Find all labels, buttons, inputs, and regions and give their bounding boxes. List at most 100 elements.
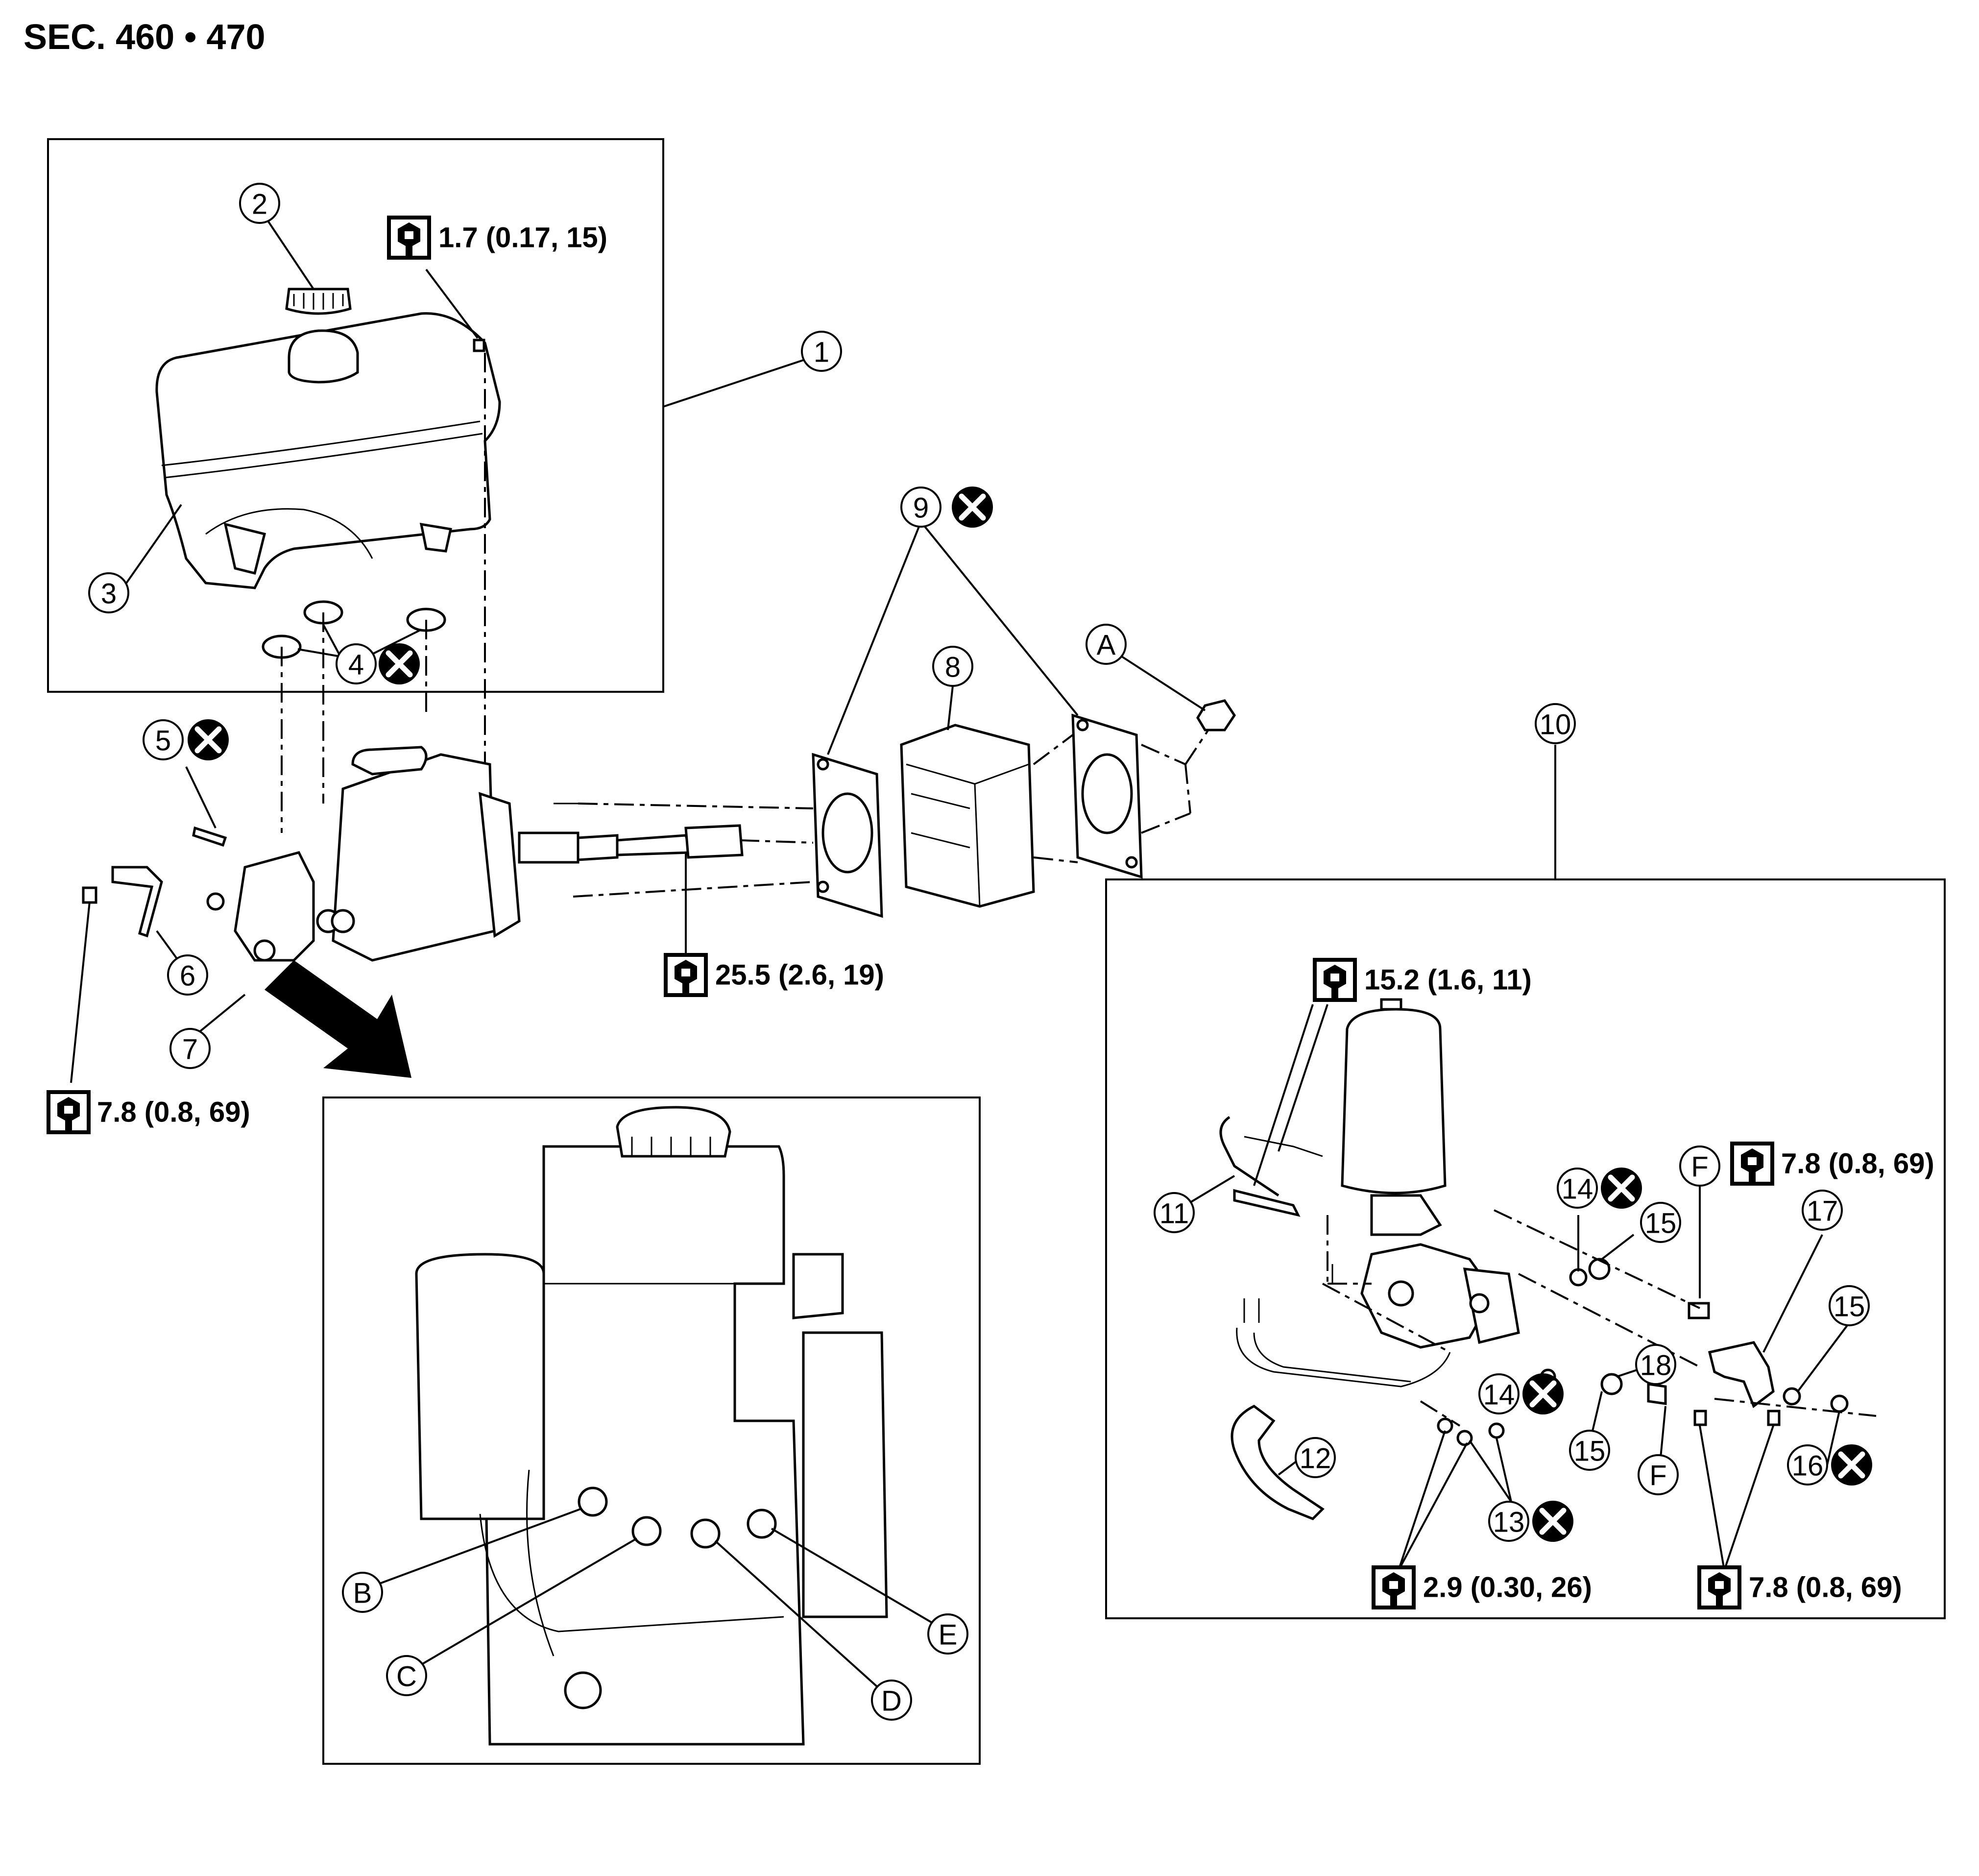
svg-text:F: F [1649,1460,1666,1492]
svg-text:7.8 (0.8, 69): 7.8 (0.8, 69) [1749,1572,1902,1604]
bracket-bolt [70,886,97,1083]
svg-text:14: 14 [1562,1173,1593,1205]
svg-text:6: 6 [180,960,195,992]
svg-text:15: 15 [1834,1291,1865,1323]
svg-text:17: 17 [1807,1195,1838,1227]
torque-label-1: 1.7 (0.17, 15) [387,216,607,260]
master-cylinder-assembly [206,746,814,962]
callout-13: 13 [1488,1501,1529,1542]
svg-text:2: 2 [252,189,267,220]
svg-text:2.9 (0.30, 26): 2.9 (0.30, 26) [1423,1572,1592,1604]
motor-inset-frame [1105,878,1946,1619]
svg-text:16: 16 [1792,1450,1824,1482]
callout-16: 16 [1787,1444,1828,1486]
reservoir-screw [473,339,485,352]
callout-D: D [871,1680,912,1721]
svg-text:F: F [1691,1151,1708,1183]
callout-6: 6 [167,954,208,996]
torque-label-6: 2.9 (0.30, 26) [1372,1565,1592,1609]
callout-5: 5 [143,719,184,760]
callout-3: 3 [88,572,129,613]
pin [185,766,227,847]
callout-18: 18 [1635,1344,1676,1385]
svg-text:3: 3 [101,578,117,610]
callout-4: 4 [336,643,377,684]
callout-7: 7 [169,1028,211,1069]
svg-text:15.2 (1.6, 11): 15.2 (1.6, 11) [1364,964,1532,996]
callout-14b: 14 [1478,1373,1520,1414]
gasket-rear [1071,713,1143,879]
callout-1: 1 [801,331,842,372]
callout-15a: 15 [1640,1202,1681,1243]
torque-label-7: 7.8 (0.8, 69) [1697,1565,1902,1609]
callout-9: 9 [900,487,941,528]
do-not-reuse-icon [1522,1373,1564,1414]
motor-bracket [1708,1341,1775,1408]
reservoir-inset-frame [47,138,664,693]
torque-label-5: 7.8 (0.8, 69) [1730,1142,1934,1186]
callout-Fb: F [1638,1454,1679,1495]
svg-text:7.8 (0.8, 69): 7.8 (0.8, 69) [97,1096,250,1128]
svg-text:7: 7 [182,1034,198,1066]
do-not-reuse-icon [188,719,229,760]
callout-Fa: F [1679,1145,1720,1187]
do-not-reuse-icon [952,487,993,528]
torque-label-4: 15.2 (1.6, 11) [1313,958,1532,1002]
svg-text:25.5 (2.6, 19): 25.5 (2.6, 19) [715,959,884,991]
do-not-reuse-icon [1532,1501,1573,1542]
svg-text:18: 18 [1640,1350,1672,1382]
svg-text:15: 15 [1645,1208,1677,1240]
svg-text:E: E [939,1619,958,1651]
svg-text:13: 13 [1493,1507,1525,1538]
detail-view-assembly [415,1106,888,1746]
torque-label-2: 25.5 (2.6, 19) [664,953,884,997]
callout-15c: 15 [1569,1430,1610,1471]
motor-pump-assembly [1331,998,1520,1349]
callout-2: 2 [239,183,280,224]
reservoir-cap [285,288,352,315]
sensor-bracket [111,866,177,959]
svg-text:10: 10 [1540,709,1571,741]
svg-text:C: C [396,1661,417,1693]
detail-inset-frame [322,1096,981,1765]
section-title: SEC. 460 • 470 [24,18,265,57]
harness [1231,1298,1451,1520]
svg-text:12: 12 [1300,1443,1331,1475]
callout-17: 17 [1802,1190,1843,1231]
callout-8: 8 [932,646,973,687]
callout-A: A [1086,624,1127,665]
gasket-front [812,753,883,918]
svg-text:1: 1 [814,337,829,368]
do-not-reuse-icon [1831,1444,1872,1486]
svg-text:14: 14 [1483,1379,1515,1411]
svg-text:15: 15 [1574,1436,1606,1467]
brake-tube [1219,1116,1323,1217]
callout-12: 12 [1295,1437,1336,1478]
grommets [262,353,486,833]
svg-text:B: B [353,1578,372,1609]
svg-text:7.8 (0.8, 69): 7.8 (0.8, 69) [1781,1148,1934,1180]
svg-text:5: 5 [155,725,171,757]
detail-arrow-icon [265,960,411,1078]
callout-B: B [342,1572,383,1613]
torque-label-3: 7.8 (0.8, 69) [47,1090,250,1134]
callout-11: 11 [1154,1192,1195,1233]
nut [1121,656,1236,731]
do-not-reuse-icon [1601,1168,1642,1209]
callout-10: 10 [1535,703,1576,744]
svg-text:4: 4 [348,649,364,681]
callout-C: C [386,1655,427,1696]
svg-text:11: 11 [1159,1198,1189,1230]
svg-text:8: 8 [945,652,961,683]
seal [900,724,1035,908]
svg-text:9: 9 [913,492,929,524]
callout-15b: 15 [1829,1285,1870,1326]
callout-E: E [927,1613,968,1655]
svg-text:1.7 (0.17, 15): 1.7 (0.17, 15) [438,222,607,254]
do-not-reuse-icon [379,643,420,684]
reservoir-tank [155,312,501,589]
callout-14a: 14 [1557,1168,1598,1209]
svg-text:A: A [1097,630,1116,661]
svg-text:D: D [881,1685,902,1717]
